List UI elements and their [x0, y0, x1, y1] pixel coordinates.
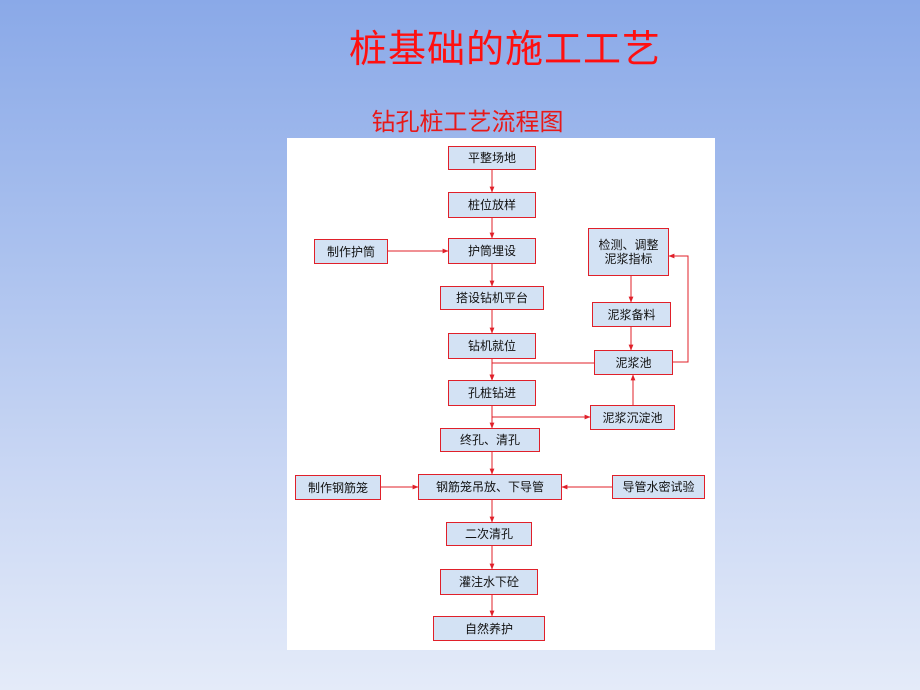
- node-n1: 平整场地: [448, 146, 536, 170]
- node-label: 钻机就位: [467, 339, 516, 353]
- node-label: 泥浆备料: [607, 307, 656, 322]
- node-label: 检测、调整 泥浆指标: [598, 238, 659, 266]
- node-n11: 自然养护: [433, 616, 545, 641]
- flowchart-title: 钻孔桩工艺流程图: [371, 108, 564, 136]
- node-r3: 泥浆池: [594, 350, 673, 375]
- node-n7: 终孔、清孔: [440, 428, 540, 452]
- node-r4: 泥浆沉淀池: [590, 405, 675, 430]
- node-s3: 导管水密试验: [612, 475, 705, 499]
- node-r1: 检测、调整 泥浆指标: [588, 228, 669, 276]
- node-n5: 钻机就位: [448, 333, 536, 359]
- node-n3: 护筒埋设: [448, 238, 536, 264]
- node-label: 制作护筒: [326, 244, 375, 259]
- node-label: 泥浆池: [615, 355, 652, 370]
- node-s1: 制作护筒: [314, 239, 388, 264]
- node-n10: 灌注水下砼: [440, 569, 538, 595]
- node-n2: 桩位放样: [448, 192, 536, 218]
- flowchart-canvas: 平整场地 桩位放样 护筒埋设 搭设钻机平台 钻机就位 孔桩钻进 终孔、清孔 钢筋…: [287, 138, 715, 650]
- node-n4: 搭设钻机平台: [440, 286, 544, 310]
- node-label: 自然养护: [464, 621, 513, 636]
- node-n8: 钢筋笼吊放、下导管: [418, 474, 562, 500]
- node-label: 孔桩钻进: [467, 386, 516, 400]
- node-label: 二次清孔: [464, 527, 513, 541]
- node-n6: 孔桩钻进: [448, 380, 536, 406]
- node-label: 平整场地: [467, 151, 516, 165]
- flowchart-connectors: [381, 170, 689, 617]
- node-label: 桩位放样: [467, 198, 516, 212]
- node-r2: 泥浆备料: [592, 302, 671, 327]
- node-label: 钢筋笼吊放、下导管: [435, 480, 544, 494]
- node-s2: 制作钢筋笼: [295, 475, 381, 500]
- node-label: 护筒埋设: [467, 244, 516, 258]
- edge-r3-n6: [489, 362, 594, 381]
- slide-title: 桩基础的施工工艺: [348, 27, 661, 71]
- node-label: 导管水密试验: [622, 480, 695, 494]
- node-label: 泥浆沉淀池: [602, 410, 663, 425]
- edge-r3-r1: [668, 253, 689, 363]
- node-label: 灌注水下砼: [458, 575, 519, 589]
- node-n9: 二次清孔: [446, 522, 532, 546]
- node-label: 搭设钻机平台: [455, 291, 528, 305]
- node-label: 终孔、清孔: [459, 433, 520, 447]
- edge-n6-r4: [491, 406, 591, 420]
- node-label: 制作钢筋笼: [307, 480, 368, 495]
